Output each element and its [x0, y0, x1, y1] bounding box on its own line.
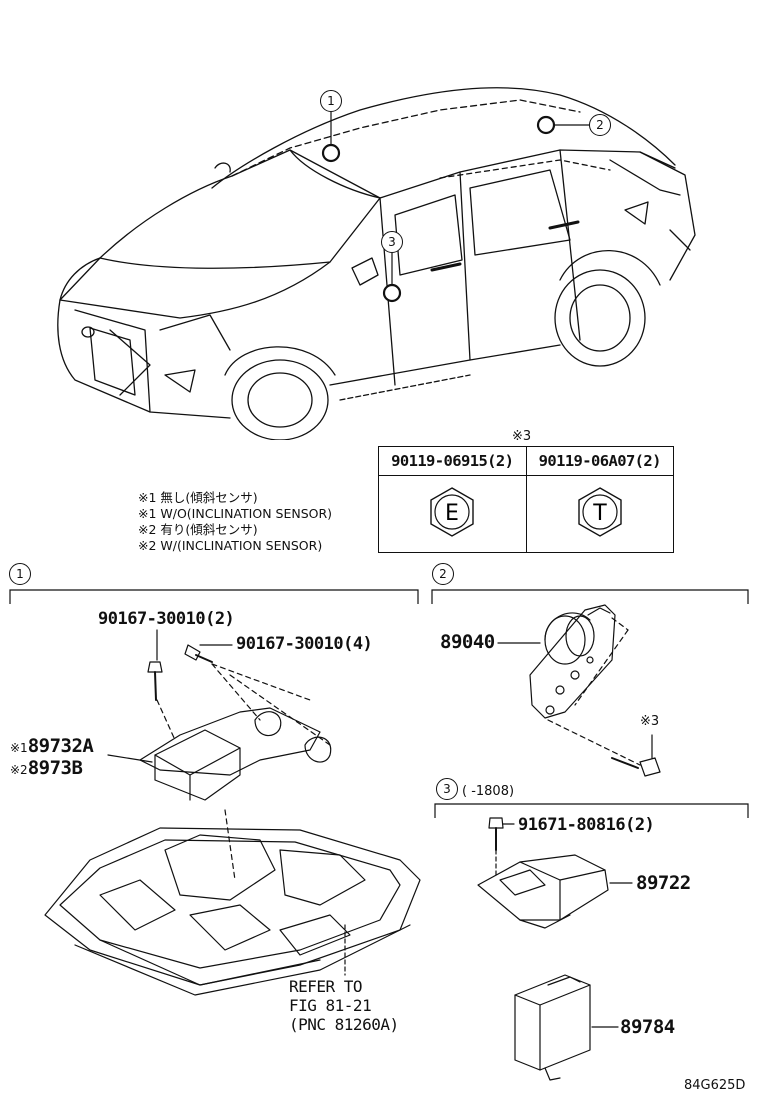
bolt-right-part-number: 90119-06A07(2) [525, 446, 674, 476]
section-3-drawing [477, 817, 633, 1081]
section-1-part-a: ※189732A [10, 735, 94, 757]
callout-1: 1 [320, 90, 342, 112]
notes-block: ※1 無し(傾斜センサ) ※1 W/O(INCLINATION SENSOR) … [138, 490, 332, 554]
section-1-part-a-mark: ※1 [10, 741, 28, 755]
bolt-right-letter: T [592, 501, 607, 526]
section-1-part-b-mark: ※2 [10, 763, 28, 777]
section-3-part-b-label: 89784 [620, 1016, 675, 1038]
section-2-bolt-mark: ※3 [640, 714, 660, 729]
section-1-bolt-b-label: 90167-30010(4) [236, 634, 373, 654]
hex-bolt-head-icon: E [430, 487, 474, 537]
refer-line: FIG 81-21 [289, 996, 372, 1015]
vehicle-illustration [57, 87, 696, 440]
bolt-right-cell: T [525, 475, 674, 553]
bolt-left-cell: E [378, 475, 527, 553]
section-1-part-b-number: 8973B [27, 757, 83, 779]
section-2-part-label: 89040 [440, 631, 495, 653]
refer-line: (PNC 81260A) [289, 1015, 399, 1034]
section-3-label: 3 [436, 778, 458, 800]
bolt-table-note-mark: ※3 [512, 429, 532, 444]
note-line: ※1 無し(傾斜センサ) [138, 490, 258, 505]
figure-code: 84G625D [684, 1078, 746, 1093]
section-1-drawing [44, 629, 421, 996]
section-3-bolt-label: 91671-80816(2) [518, 815, 655, 835]
bolt-left-letter: E [445, 501, 459, 526]
section-1-part-a-number: 89732A [27, 735, 94, 757]
section-1-refer-note: REFER TO FIG 81-21 (PNC 81260A) [289, 977, 399, 1034]
bolt-left-part-number: 90119-06915(2) [378, 446, 527, 476]
note-line: ※2 W/(INCLINATION SENSOR) [138, 538, 323, 553]
section-1-bolt-a-label: 90167-30010(2) [98, 609, 235, 629]
section-2-label: 2 [432, 563, 454, 585]
section-2-drawing [497, 604, 661, 777]
bolt-table: 90119-06915(2) 90119-06A07(2) E T [378, 446, 674, 553]
section-3-range: ( -1808) [462, 784, 515, 799]
note-line: ※1 W/O(INCLINATION SENSOR) [138, 506, 333, 521]
section-1-label: 1 [9, 563, 31, 585]
callout-3: 3 [381, 231, 403, 253]
hex-bolt-head-icon: T [578, 487, 622, 537]
callout-2: 2 [589, 114, 611, 136]
note-line: ※2 有り(傾斜センサ) [138, 522, 258, 537]
section-3-part-a-label: 89722 [636, 872, 691, 894]
section-1-part-b: ※28973B [10, 757, 83, 779]
refer-line: REFER TO [289, 977, 363, 996]
